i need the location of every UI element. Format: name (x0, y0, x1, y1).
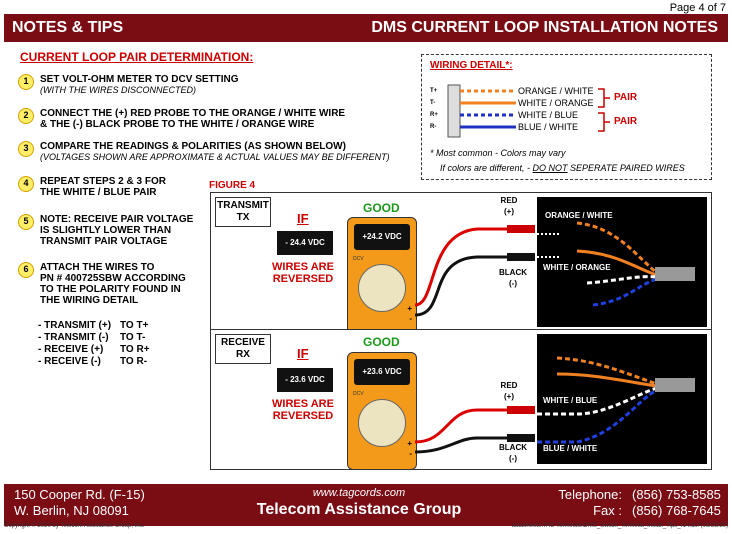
step-text: NOTE: RECEIVE PAIR VOLTAGE (40, 214, 194, 225)
black-probe-label: BLACK(-) (499, 268, 527, 288)
wire-label: BLUE / WHITE (518, 122, 579, 132)
step-text: SET VOLT-OHM METER TO DCV SETTING (40, 74, 239, 85)
black-probe-label: BLACK(-) (499, 443, 527, 463)
terminal-label: T- (430, 100, 436, 106)
step-subtext: (WITH THE WIRES DISCONNECTED) (40, 85, 196, 95)
header-left-title: NOTES & TIPS (12, 19, 124, 36)
terminal-label: R+ (430, 112, 438, 118)
wire-photo-panel: WHITE / BLUE BLUE / WHITE (537, 334, 707, 464)
contact-labels: Telephone:Fax : (558, 487, 622, 518)
pair-label-tx: PAIR (614, 92, 638, 103)
probe-leads (414, 406, 535, 454)
website-link[interactable]: www.tagcords.com (312, 487, 406, 499)
reversed-reading-display: - 24.4 VDC (277, 231, 333, 255)
meter-dial (358, 264, 406, 312)
terminal-list-item: - RECEIVE (-)TO R- (38, 356, 148, 367)
header-bar: NOTES & TIPS DMS CURRENT LOOP INSTALLATI… (4, 14, 728, 42)
terminal-list-item: - TRANSMIT (+)TO T+ (38, 320, 149, 331)
step-text-line3: TRANSMIT PAIR VOLTAGE (40, 236, 168, 247)
reversed-reading-display: - 23.6 VDC (277, 368, 333, 392)
dcv-label: DCV (353, 256, 364, 262)
address: 150 Cooper Rd. (F-15)W. Berlin, NJ 08091 (14, 487, 145, 518)
volt-meter: +24.2 VDC DCV + - (347, 217, 417, 335)
step-text-line2: THE WHITE / BLUE PAIR (40, 187, 157, 198)
copyright: Copyright © 2020 by Telecom Assistance G… (4, 523, 145, 529)
volt-meter: +23.6 VDC DCV + - (347, 352, 417, 470)
header-right-title: DMS CURRENT LOOP INSTALLATION NOTES (371, 19, 718, 36)
step-text-line4: THE WIRING DETAIL (40, 295, 139, 306)
terminal-list-item: - RECEIVE (+)TO R+ (38, 344, 150, 355)
page-number: Page 4 of 7 (669, 2, 726, 14)
meter-minus-jack: - (409, 449, 412, 458)
meter-plus-jack: + (407, 304, 412, 313)
step-text: COMPARE THE READINGS & POLARITIES (AS SH… (40, 141, 346, 152)
terminal-list-item: - TRANSMIT (-)TO T- (38, 332, 146, 343)
terminal-list: - TRANSMIT (+)TO T+ - TRANSMIT (-)TO T- … (38, 320, 202, 368)
datasheet-path: datasheets\TAG Terminals\DMS_Switch_Term… (511, 523, 728, 529)
company-name: Telecom Assistance Group (256, 501, 462, 518)
step-text-line2: IS SLIGHTLY LOWER THAN (40, 225, 172, 236)
good-label: GOOD (363, 335, 400, 349)
meter-display: +24.2 VDC (354, 224, 410, 250)
red-probe-label: RED(+) (500, 381, 518, 401)
wire-label: WHITE / BLUE (518, 110, 579, 120)
if-label: IF (297, 211, 309, 226)
meter-minus-jack: - (409, 314, 412, 323)
meter-plus-jack: + (407, 439, 412, 448)
dcv-label: DCV (353, 391, 364, 397)
wire-label-top: WHITE / BLUE (543, 396, 598, 405)
step-number: 3 (18, 141, 34, 157)
wiring-note-1: * Most common - Colors may vary (430, 148, 566, 158)
red-probe-label: RED(+) (500, 196, 518, 216)
wires-illustration (537, 221, 695, 307)
section-title: CURRENT LOOP PAIR DETERMINATION: (20, 50, 254, 64)
wire-photo-panel: ORANGE / WHITE WHITE / ORANGE (537, 197, 707, 327)
step-number: 4 (18, 176, 34, 192)
step-number: 2 (18, 108, 34, 124)
step-number: 5 (18, 214, 34, 230)
wire-label-bottom: WHITE / ORANGE (543, 263, 611, 272)
terminal-label: R- (430, 124, 437, 130)
wire-label-top: ORANGE / WHITE (545, 211, 613, 220)
step-number: 1 (18, 74, 34, 90)
if-label: IF (297, 346, 309, 361)
step-text-line2: PN # 400725SBW ACCORDING (40, 273, 186, 284)
meter-dial (358, 399, 406, 447)
contact-numbers: (856) 753-8585(856) 768-7645 (632, 487, 721, 518)
terminal-label: T+ (430, 88, 438, 94)
pair-label-rx: PAIR (614, 116, 638, 127)
good-label: GOOD (363, 201, 400, 215)
wire-label: ORANGE / WHITE (518, 86, 594, 96)
meter-display: +23.6 VDC (354, 359, 410, 385)
probe-leads (414, 225, 535, 317)
wire-label-bottom: BLUE / WHITE (543, 444, 598, 453)
terminal-block-illustration (447, 84, 516, 138)
step-text: ATTACH THE WIRES TO (40, 262, 155, 273)
wiring-detail-title: WIRING DETAIL*: (430, 60, 513, 71)
figure-label: FIGURE 4 (209, 180, 256, 191)
wiring-note-2: If colors are different, - DO NOT SEPERA… (440, 163, 685, 173)
step-text: CONNECT THE (+) RED PROBE TO THE ORANGE … (40, 108, 346, 119)
step-text-line3: TO THE POLARITY FOUND IN (40, 284, 181, 295)
step-number: 6 (18, 262, 34, 278)
step-text: REPEAT STEPS 2 & 3 FOR (40, 176, 166, 187)
footer-bar: 150 Cooper Rd. (F-15)W. Berlin, NJ 08091… (4, 484, 728, 526)
step-text-line2: & THE (-) BLACK PROBE TO THE WHITE / ORA… (40, 119, 315, 130)
wiring-detail-box: WIRING DETAIL*: T+ T- R+ R- ORANGE / WHI… (421, 54, 712, 180)
step-subtext: (VOLTAGES SHOWN ARE APPROXIMATE & ACTUAL… (40, 152, 390, 162)
wires-illustration (537, 356, 695, 444)
wire-label: WHITE / ORANGE (518, 98, 594, 108)
pair-brackets (598, 88, 610, 132)
